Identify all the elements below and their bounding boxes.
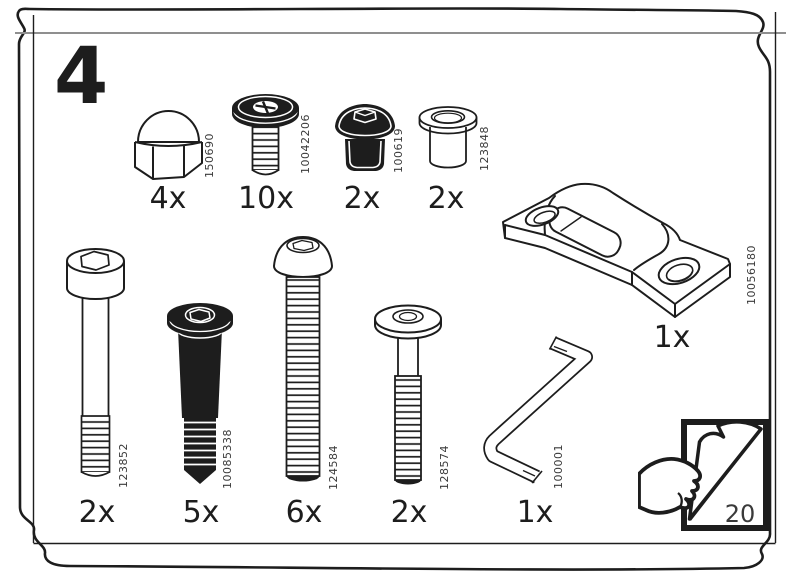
hand-icon (638, 457, 702, 515)
shoulder-bolt-illustration (66, 248, 125, 477)
washer-head-bolt-illustration (374, 304, 442, 485)
part-number-label: 100001 (552, 444, 565, 489)
part-number-label: 10056180 (745, 245, 758, 305)
part-number-label: 128574 (438, 445, 451, 490)
quantity-label: 6x (285, 495, 323, 530)
flanged-sleeve-illustration (418, 106, 478, 169)
quantity-label: 2x (390, 495, 428, 530)
washer-head-screw-illustration (232, 94, 299, 176)
quantity-label: 10x (238, 181, 294, 216)
step-number: 4 (54, 32, 109, 122)
quantity-label: 2x (78, 495, 116, 530)
latch-bracket-illustration (502, 182, 731, 318)
page-turn-icon: 20 (638, 419, 769, 531)
part-number-label: 100619 (392, 128, 405, 173)
allen-key-illustration (483, 336, 593, 484)
quantity-label: 2x (427, 181, 465, 216)
part-number-label: 10042206 (299, 114, 312, 174)
quantity-label: 1x (516, 495, 554, 530)
quantity-label: 4x (149, 181, 187, 216)
part-number-label: 124584 (327, 445, 340, 490)
black-flat-head-bolt-illustration (167, 303, 233, 484)
part-number-label: 10085338 (221, 429, 234, 489)
part-number-label: 150690 (203, 133, 216, 178)
cap-nut-illustration (134, 110, 203, 180)
long-threaded-screw-illustration (272, 235, 334, 482)
quantity-label: 5x (182, 495, 220, 530)
quantity-label: 2x (343, 181, 381, 216)
part-number-label: 123852 (117, 443, 130, 488)
page-number: 20 (725, 500, 756, 528)
quantity-label: 1x (653, 320, 691, 355)
part-number-label: 123848 (478, 126, 491, 171)
black-round-head-screw-illustration (335, 104, 395, 171)
